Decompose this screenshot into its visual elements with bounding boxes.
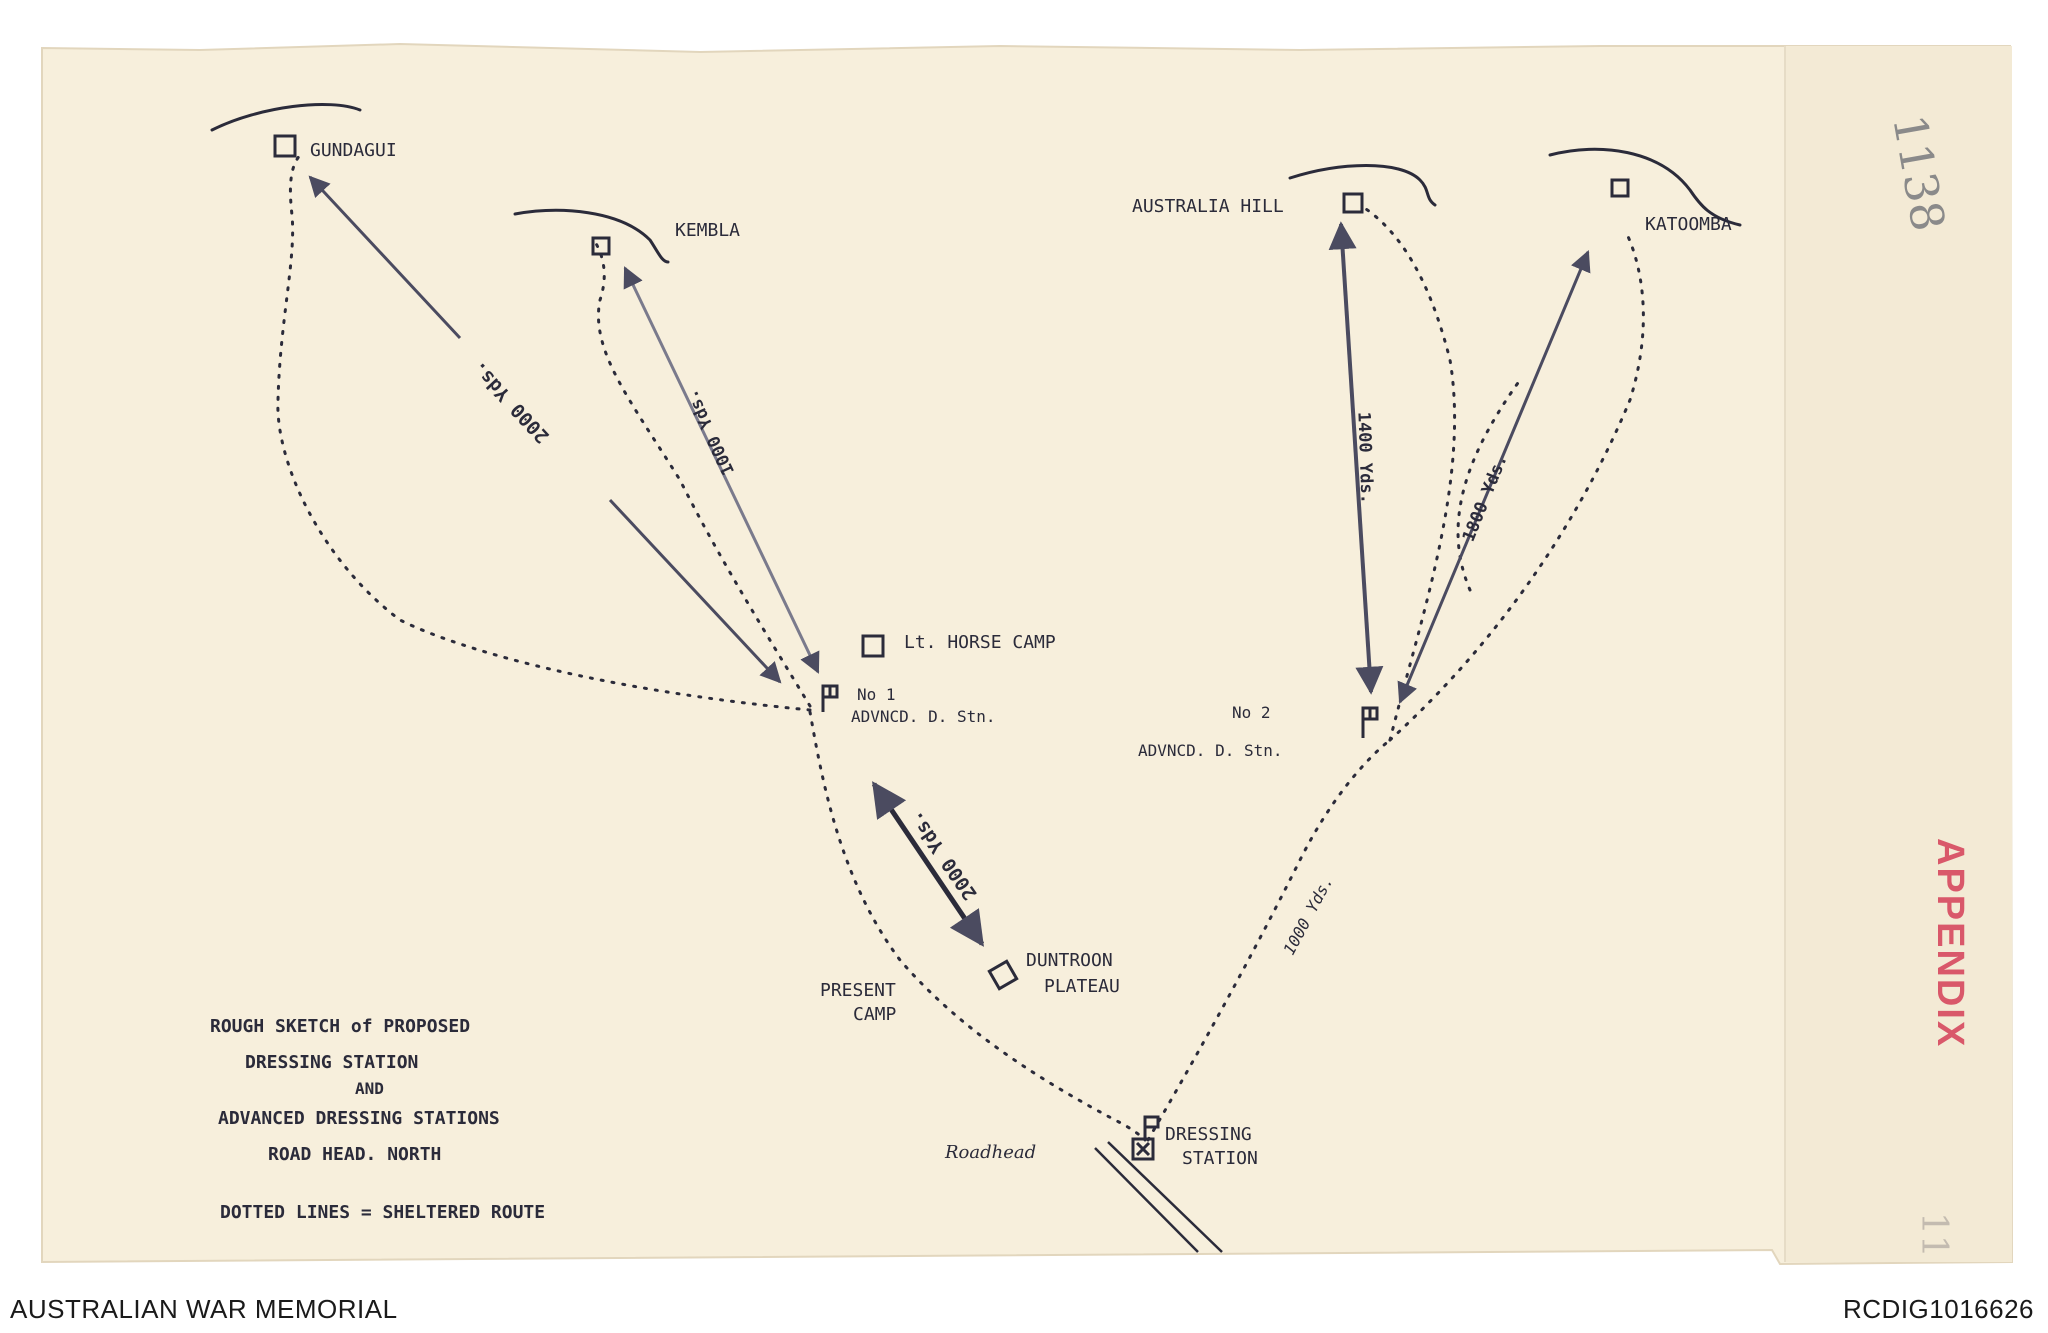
arrow-katoomba — [1397, 250, 1591, 704]
place-labels: GUNDAGUI KEMBLA AUSTRALIA HILL KATOOMBA … — [310, 140, 1732, 1169]
legend-line6: DOTTED LINES = SHELTERED ROUTE — [220, 1202, 545, 1223]
gundagui-square-icon — [273, 134, 297, 158]
arrow-present-camp — [871, 781, 985, 947]
label-no2-line2: ADVNCD. D. Stn. — [1138, 741, 1283, 760]
footer-record-id: RCDIG1016626 — [1843, 1294, 2034, 1324]
label-katoomba: KATOOMBA — [1645, 214, 1732, 235]
label-duntroon-1: DUNTROON — [1026, 950, 1113, 971]
hill-crests — [210, 102, 1742, 264]
dressing-station-flag-icon — [1143, 1115, 1160, 1139]
dressing-station-square-icon — [1131, 1137, 1155, 1161]
arrow-australia-hill — [1328, 221, 1384, 695]
distance-australia-hill: 1400 Yds. — [1353, 411, 1376, 504]
legend-line2: DRESSING STATION — [245, 1052, 418, 1073]
label-no2-line1: No 2 — [1232, 703, 1271, 722]
duntroon-square-icon — [987, 959, 1019, 991]
label-no1-line2: ADVNCD. D. Stn. — [851, 707, 996, 726]
paper-fold-strip — [1785, 46, 2012, 1262]
appendix-stamp: APPENDIX — [1929, 838, 1971, 1048]
flags — [821, 684, 1379, 1139]
dressing-station-cross-icon — [1135, 1141, 1151, 1157]
label-dressing-2: STATION — [1182, 1148, 1258, 1169]
arrow-gundagui — [308, 175, 462, 340]
legend-line3: AND — [355, 1079, 384, 1098]
legend-line1: ROUGH SKETCH of PROPOSED — [210, 1016, 470, 1037]
kembla-square-icon — [591, 236, 611, 256]
legend-block: ROUGH SKETCH of PROPOSED DRESSING STATIO… — [210, 1016, 545, 1223]
label-dressing-1: DRESSING — [1165, 1124, 1252, 1145]
footer-source: AUSTRALIAN WAR MEMORIAL — [10, 1294, 398, 1324]
legend-line4: ADVANCED DRESSING STATIONS — [218, 1108, 500, 1129]
arrow-kembla — [623, 266, 820, 674]
label-present-camp-2: CAMP — [853, 1004, 897, 1025]
australia-hill-square-icon — [1342, 192, 1364, 214]
crest-gundagui — [210, 102, 362, 132]
page-number: 11 — [1913, 1212, 1954, 1258]
label-no1-line1: No 1 — [857, 685, 896, 704]
no1-flag-icon — [821, 684, 839, 712]
route-no2-katoomba — [1388, 228, 1645, 742]
label-australia-hill: AUSTRALIA HILL — [1132, 196, 1284, 217]
roadhead-road — [1094, 1141, 1223, 1253]
crest-kembla — [513, 208, 670, 264]
position-markers — [273, 134, 1630, 1161]
crest-katoomba — [1548, 147, 1742, 227]
label-kembla: KEMBLA — [675, 220, 740, 241]
crest-australia-hill — [1288, 164, 1437, 207]
distance-arrows — [308, 175, 1591, 947]
label-duntroon-2: PLATEAU — [1044, 976, 1120, 997]
katoomba-square-icon — [1610, 178, 1630, 198]
label-lt-horse-camp: Lt. HORSE CAMP — [904, 632, 1056, 653]
no2-flag-icon — [1361, 706, 1379, 738]
label-present-camp-1: PRESENT — [820, 980, 896, 1001]
label-gundagui: GUNDAGUI — [310, 140, 397, 161]
route-no1-dressing — [808, 710, 1147, 1142]
lt-horse-camp-square-icon — [861, 634, 885, 658]
legend-line5: ROAD HEAD. NORTH — [268, 1144, 441, 1165]
label-roadhead: Roadhead — [944, 1142, 1036, 1163]
